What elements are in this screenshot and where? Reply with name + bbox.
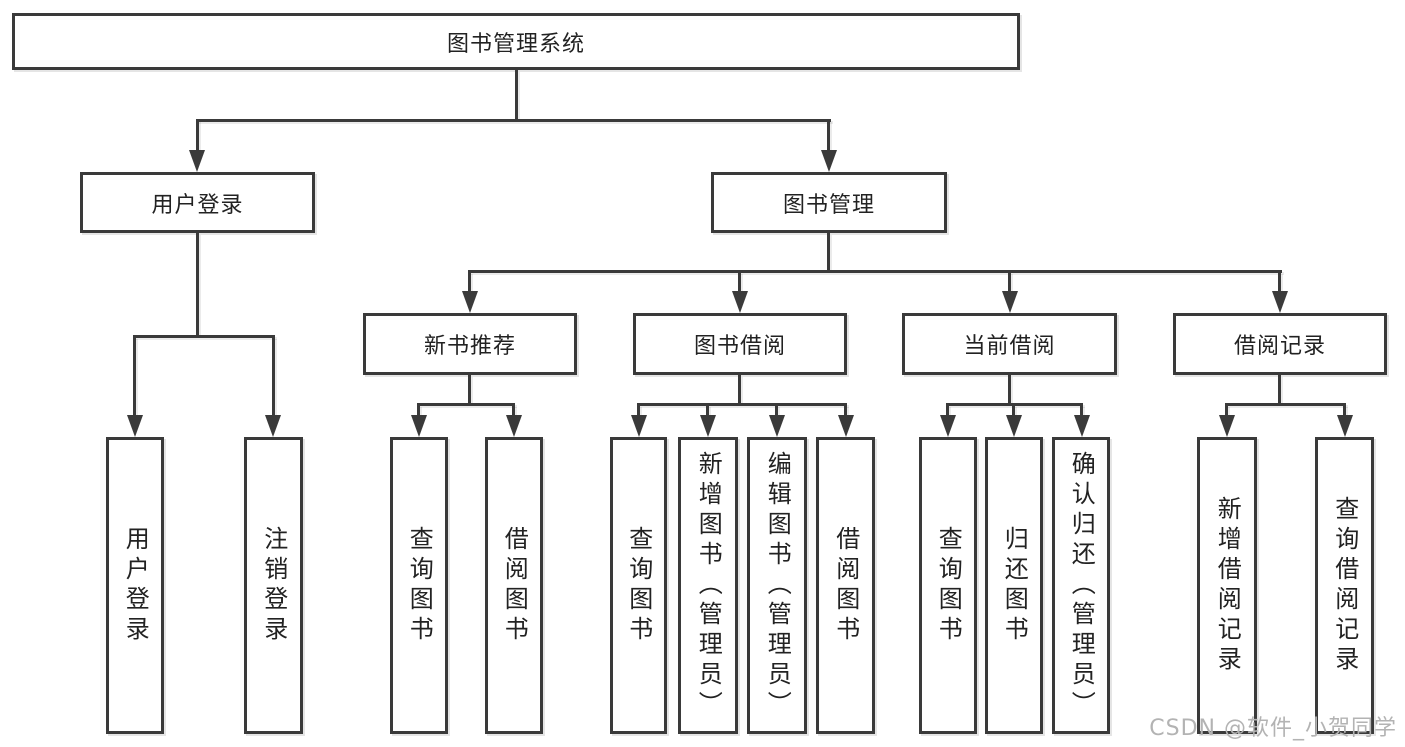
node-borrowing-records: 借阅记录 <box>1173 313 1387 375</box>
connector-line <box>196 233 199 336</box>
arrowhead-down-icon <box>631 415 647 437</box>
connector-section-bar <box>417 403 515 406</box>
leaf-add-book-admin: 新增图书（管理员） <box>678 437 738 734</box>
leaf-label: 借阅图书 <box>831 525 860 646</box>
leaf-edit-book-admin: 编辑图书（管理员） <box>747 437 807 734</box>
arrowhead-down-icon <box>1337 415 1353 437</box>
node-new-book-recommend: 新书推荐 <box>363 313 577 375</box>
connector-section-bar <box>946 403 1083 406</box>
connector-line <box>1008 272 1011 293</box>
connector-line <box>272 337 275 415</box>
leaf-logout: 注销登录 <box>244 437 303 734</box>
arrowhead-down-icon <box>1006 415 1022 437</box>
node-new-book-recommend-label: 新书推荐 <box>423 334 516 359</box>
node-current-borrowing: 当前借阅 <box>902 313 1117 375</box>
leaf-label: 查询图书 <box>624 525 653 646</box>
connector-line <box>637 405 640 417</box>
arrowhead-down-icon <box>700 415 716 437</box>
connector-line <box>1278 375 1281 404</box>
arrowhead-down-icon <box>821 150 837 172</box>
leaf-label: 查询图书 <box>934 525 963 646</box>
connector-line <box>1012 405 1015 417</box>
arrowhead-down-icon <box>1219 415 1235 437</box>
connector-line <box>827 120 830 150</box>
leaf-query-borrow-record: 查询借阅记录 <box>1315 437 1374 734</box>
arrowhead-down-icon <box>1272 291 1288 313</box>
leaf-logout-label: 注销登录 <box>259 525 288 646</box>
connector-line <box>133 337 136 415</box>
connector-line <box>706 405 709 417</box>
connector-line <box>738 272 741 293</box>
connector-section-bar <box>1225 403 1346 406</box>
leaf-user-login: 用户登录 <box>106 437 164 734</box>
arrowhead-down-icon <box>940 415 956 437</box>
leaf-query-books-current: 查询图书 <box>919 437 977 734</box>
connector-line <box>512 405 515 417</box>
arrowhead-down-icon <box>265 415 281 437</box>
connector-line <box>1225 405 1228 417</box>
connector-section-bar <box>637 403 847 406</box>
connector-line <box>946 405 949 417</box>
arrowhead-down-icon <box>462 291 478 313</box>
leaf-label: 编辑图书（管理员） <box>763 450 792 721</box>
leaf-label: 新增借阅记录 <box>1213 495 1242 676</box>
connector-level2-bar <box>468 270 1282 273</box>
leaf-query-books-recommend: 查询图书 <box>390 437 448 734</box>
arrowhead-down-icon <box>1002 291 1018 313</box>
connector-line <box>1278 272 1281 293</box>
connector-line <box>1080 405 1083 417</box>
connector-root-stem <box>515 70 518 120</box>
leaf-label: 查询图书 <box>405 525 434 646</box>
leaf-label: 借阅图书 <box>500 525 529 646</box>
leaf-return-books: 归还图书 <box>985 437 1043 734</box>
connector-user-login-bar <box>133 335 275 338</box>
leaf-confirm-return-admin: 确认归还（管理员） <box>1052 437 1110 734</box>
arrowhead-down-icon <box>732 291 748 313</box>
node-book-borrowing: 图书借阅 <box>633 313 847 375</box>
leaf-query-books-borrowing: 查询图书 <box>610 437 667 734</box>
arrowhead-down-icon <box>838 415 854 437</box>
connector-line <box>775 405 778 417</box>
connector-line <box>827 233 830 271</box>
node-user-login: 用户登录 <box>80 172 315 233</box>
connector-line <box>1008 375 1011 404</box>
connector-line <box>738 375 741 404</box>
connector-line <box>468 375 471 404</box>
leaf-borrow-books-recommend: 借阅图书 <box>485 437 543 734</box>
node-book-borrowing-label: 图书借阅 <box>693 334 786 359</box>
node-borrowing-records-label: 借阅记录 <box>1233 334 1326 359</box>
arrowhead-down-icon <box>411 415 427 437</box>
connector-line <box>468 272 471 293</box>
connector-line <box>1343 405 1346 417</box>
leaf-label: 归还图书 <box>1000 525 1029 646</box>
node-book-management: 图书管理 <box>711 172 947 233</box>
arrowhead-down-icon <box>506 415 522 437</box>
arrowhead-down-icon <box>769 415 785 437</box>
csdn-watermark: CSDN @软件_小贺同学 <box>1149 716 1397 741</box>
leaf-label: 查询借阅记录 <box>1330 495 1359 676</box>
leaf-add-borrow-record: 新增借阅记录 <box>1197 437 1257 734</box>
node-root: 图书管理系统 <box>12 13 1020 70</box>
node-root-label: 图书管理系统 <box>446 31 585 57</box>
arrowhead-down-icon <box>1074 415 1090 437</box>
node-book-management-label: 图书管理 <box>782 192 875 218</box>
connector-level1-bar <box>196 119 831 122</box>
arrowhead-down-icon <box>127 415 143 437</box>
leaf-user-login-label: 用户登录 <box>121 525 150 646</box>
leaf-label: 新增图书（管理员） <box>694 450 723 721</box>
arrowhead-down-icon <box>189 150 205 172</box>
connector-line <box>417 405 420 417</box>
connector-line <box>844 405 847 417</box>
node-current-borrowing-label: 当前借阅 <box>963 334 1056 359</box>
leaf-label: 确认归还（管理员） <box>1067 450 1096 721</box>
node-user-login-label: 用户登录 <box>151 192 244 218</box>
leaf-borrow-books: 借阅图书 <box>816 437 875 734</box>
connector-line <box>196 120 199 150</box>
